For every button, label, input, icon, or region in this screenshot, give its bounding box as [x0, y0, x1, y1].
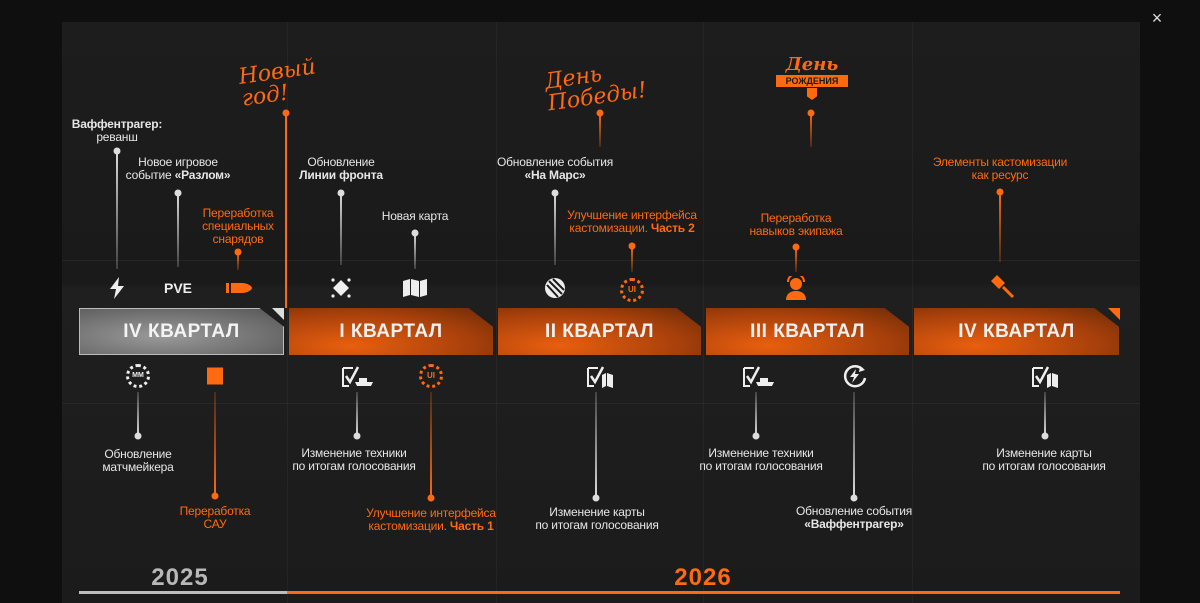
timeline-dot	[1041, 432, 1049, 440]
timeline-line	[177, 193, 179, 267]
timeline-dot	[752, 432, 760, 440]
timeline-line	[414, 233, 416, 269]
birthday-line	[810, 113, 812, 147]
corner-mark	[272, 308, 284, 320]
mars-icon	[545, 278, 565, 298]
birthday-logo: День РОЖДЕНИЯ	[776, 56, 848, 100]
divider	[496, 22, 497, 603]
vote-map-icon	[1032, 366, 1058, 388]
ui-gear-icon: UI	[620, 278, 644, 302]
timeline-line	[340, 193, 342, 265]
bottom-item-label: Обновление события«Ваффентрагер»	[795, 504, 913, 531]
year-2025: 2025	[151, 564, 209, 591]
event-refresh-icon	[843, 365, 867, 388]
birthday-ribbon: РОЖДЕНИЯ	[776, 75, 848, 87]
quarter-banner: II КВАРТАЛ	[498, 308, 701, 355]
timeline-dot	[850, 494, 858, 502]
top-item-label: Новая карта	[381, 209, 449, 223]
timeline-dot	[211, 492, 219, 500]
timeline-line	[356, 392, 358, 436]
timeline-line	[554, 193, 556, 265]
timeline-line	[137, 392, 139, 436]
quarter-banner: IV КВАРТАЛ	[79, 308, 284, 355]
timeline-dot	[353, 432, 361, 440]
timeline-dot	[427, 494, 435, 502]
timeline-line	[1044, 392, 1046, 436]
new-year-line	[285, 113, 287, 308]
top-item-label: Обновление события«На Марс»	[496, 155, 614, 182]
timeline-dot	[134, 432, 142, 440]
timeline-line	[237, 252, 239, 270]
timeline-line	[595, 392, 597, 498]
timeline-line	[430, 392, 432, 498]
vote-map-icon	[587, 366, 613, 388]
shell-icon	[226, 283, 252, 293]
divider	[62, 403, 1140, 404]
quarter-banner: III КВАРТАЛ	[706, 308, 909, 355]
timeline-line	[853, 392, 855, 498]
matchmaker-icon: MM	[126, 364, 150, 388]
quarter-banner: IV КВАРТАЛ	[914, 308, 1119, 355]
timeline-dot	[592, 494, 600, 502]
close-button[interactable]: ×	[1151, 8, 1163, 28]
corner-mark	[1108, 308, 1120, 320]
divider	[703, 22, 704, 603]
timeline-line	[214, 392, 216, 496]
year-2026: 2026	[674, 564, 732, 591]
top-item-label: Ваффентрагер:реванш	[71, 117, 163, 144]
map-icon	[403, 279, 427, 297]
timeline-line	[795, 247, 797, 272]
crew-icon	[786, 276, 806, 300]
year-bar-2025	[79, 591, 287, 594]
timeline-line	[755, 392, 757, 436]
victory-day-line	[599, 113, 601, 147]
vote-vehicle-icon	[342, 366, 373, 387]
divider	[62, 260, 1140, 261]
brush-icon	[991, 275, 1015, 299]
timeline-line	[116, 151, 118, 269]
timeline-line	[999, 192, 1001, 262]
birthday-title: День	[785, 54, 839, 75]
pve-icon: PVE	[163, 280, 193, 296]
divider	[287, 22, 288, 603]
vote-vehicle-icon	[743, 366, 774, 387]
lightning-icon	[110, 277, 124, 299]
frontline-icon	[331, 278, 351, 298]
spg-icon	[207, 367, 223, 385]
shield-icon	[807, 88, 817, 100]
divider	[912, 22, 913, 603]
quarter-banner: I КВАРТАЛ	[289, 308, 493, 355]
timeline-line	[631, 246, 633, 272]
ui-gear-icon: UI	[419, 364, 443, 388]
year-bar-2026	[287, 591, 1120, 594]
